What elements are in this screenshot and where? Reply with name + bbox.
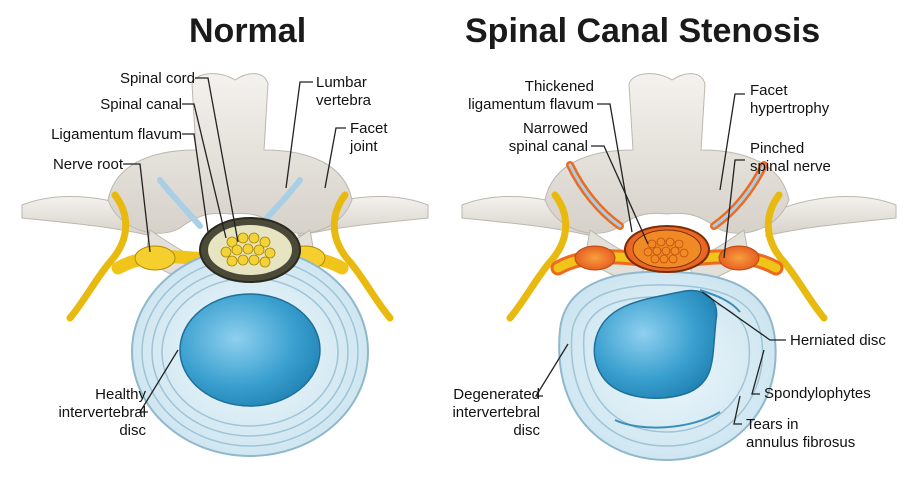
label-lumbar-vertebra: Lumbar vertebra (316, 74, 372, 109)
label-healthy-disc: Healthy intervertebral disc (58, 386, 146, 439)
label-spinal-canal: Spinal canal (100, 96, 182, 113)
stenosis-disc (558, 270, 777, 462)
title-normal: Normal (189, 12, 307, 50)
label-tears-annulus-fibrosus: Tears in annulus fibrosus (746, 416, 856, 451)
leader-lines (123, 77, 786, 425)
label-thickened-ligamentum-flavum: Thickened ligamentum flavum (468, 78, 594, 113)
label-facet-hypertrophy: Facet hypertrophy (750, 82, 830, 117)
normal-disc (131, 247, 369, 457)
label-spinal-cord: Spinal cord (119, 70, 195, 87)
label-pinched-spinal-nerve: Pinched spinal nerve (750, 140, 831, 175)
stenosis-spinal-canal (623, 224, 711, 274)
label-nerve-root: Nerve root (52, 156, 123, 173)
label-degenerated-disc: Degenerated intervertebral disc (452, 386, 540, 439)
label-spondylophytes: Spondylophytes (764, 385, 871, 402)
label-facet-joint: Facet joint (350, 120, 388, 155)
label-ligamentum-flavum: Ligamentum flavum (51, 126, 182, 143)
normal-spinal-canal (199, 217, 301, 283)
title-stenosis: Spinal Canal Stenosis (465, 12, 821, 50)
label-narrowed-spinal-canal: Narrowed spinal canal (508, 120, 588, 155)
label-herniated-disc: Herniated disc (790, 332, 886, 349)
